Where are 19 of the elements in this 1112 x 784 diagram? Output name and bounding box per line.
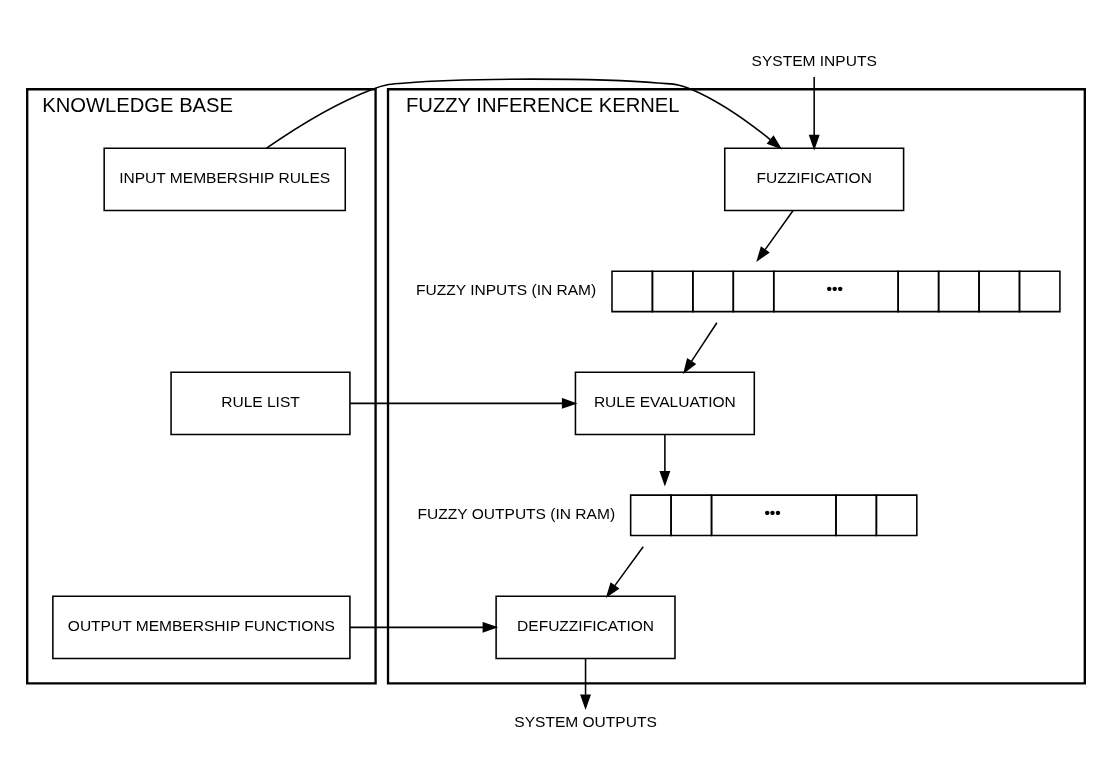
node-text: SYSTEM OUTPUTS	[514, 712, 657, 730]
arrow	[808, 75, 820, 150]
node-text: SYSTEM INPUTS	[751, 51, 877, 69]
arrow	[605, 545, 644, 598]
node-box: RULE EVALUATION	[574, 371, 756, 435]
arrow	[659, 433, 671, 486]
node-label: FUZZY INPUTS (IN RAM)	[416, 280, 597, 298]
node-box: RULE LIST	[170, 371, 351, 435]
arrow	[756, 209, 794, 262]
arrow	[683, 321, 718, 374]
arrow	[349, 397, 578, 409]
arrow	[580, 657, 591, 710]
node-box: OUTPUT MEMBERSHIP FUNCTIONS	[52, 594, 351, 659]
arrow	[265, 77, 783, 149]
node-label: FUZZY OUTPUTS (IN RAM)	[417, 504, 616, 522]
node-box: FUZZIFICATION	[723, 147, 905, 211]
node-box: INPUT MEMBERSHIP RULES	[103, 147, 347, 211]
arrow	[349, 621, 499, 633]
node-box: DEFUZZIFICATION	[495, 594, 676, 659]
